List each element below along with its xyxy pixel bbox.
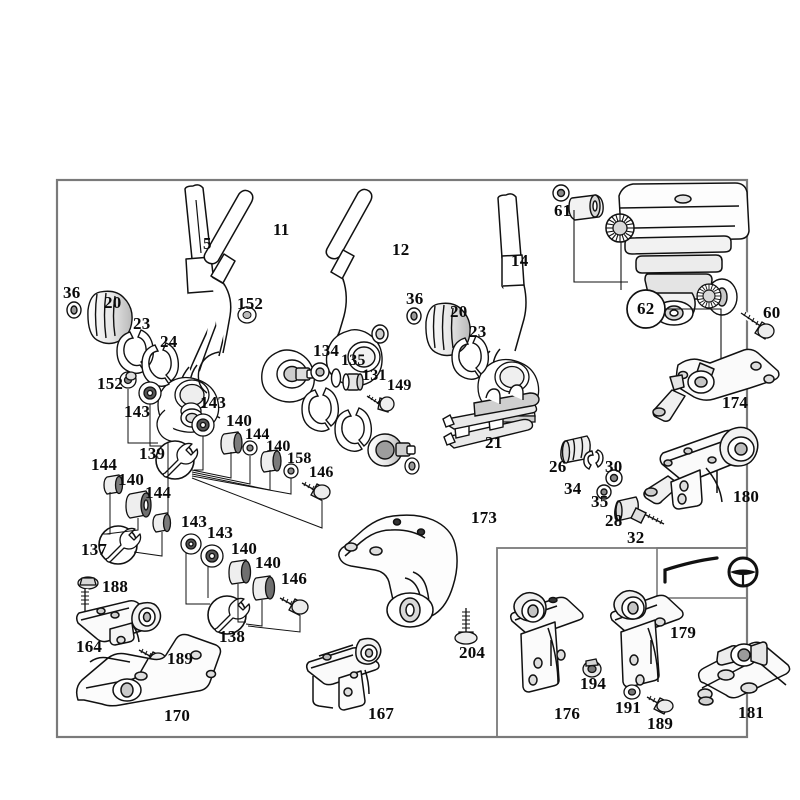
callout-144c: 144 [145, 483, 172, 502]
callout-173: 173 [471, 508, 498, 527]
callout-143c: 143 [181, 512, 208, 531]
callout-14: 14 [511, 251, 529, 270]
callout-30: 30 [605, 457, 623, 476]
callout-140c: 140 [118, 470, 145, 489]
callout-5: 5 [203, 234, 212, 253]
callout-144a: 144 [245, 426, 270, 443]
callout-204: 204 [459, 643, 486, 662]
callout-11: 11 [273, 220, 290, 239]
callout-164: 164 [76, 637, 103, 656]
callout-131: 131 [362, 367, 387, 384]
callout-170: 170 [164, 706, 191, 725]
callout-149: 149 [387, 377, 412, 394]
callout-143b: 143 [200, 393, 227, 412]
callout-167: 167 [368, 704, 395, 723]
callout-134: 134 [313, 341, 340, 360]
callout-32: 32 [627, 528, 645, 547]
callout-23a: 23 [133, 314, 151, 333]
steering-wheel-lhd-icon [663, 556, 759, 588]
callout-140a: 140 [226, 411, 253, 430]
callout-158: 158 [287, 450, 312, 467]
callout-179: 179 [670, 623, 697, 642]
callout-137: 137 [81, 540, 108, 559]
callout-135: 135 [341, 352, 366, 369]
callout-62: 62 [637, 299, 655, 318]
callout-35: 35 [591, 492, 609, 511]
callout-138: 138 [219, 627, 246, 646]
callout-36b: 36 [406, 289, 424, 308]
callout-61: 61 [554, 201, 572, 220]
callout-20a: 20 [104, 293, 122, 312]
callout-34: 34 [564, 479, 582, 498]
callout-194: 194 [580, 674, 607, 693]
callout-143d: 143 [207, 523, 234, 542]
callout-24a: 24 [160, 332, 178, 351]
callout-23b: 23 [469, 322, 487, 341]
callout-139: 139 [139, 444, 166, 463]
callout-26: 26 [549, 457, 567, 476]
callout-146a: 146 [309, 464, 334, 481]
callout-143a: 143 [124, 402, 151, 421]
callout-152b: 152 [97, 374, 124, 393]
callout-146b: 146 [281, 569, 308, 588]
callout-60: 60 [763, 303, 781, 322]
callout-28: 28 [605, 511, 623, 530]
callout-144b: 144 [91, 455, 118, 474]
callout-20b: 20 [450, 302, 468, 321]
callout-181: 181 [738, 703, 765, 722]
callout-176: 176 [554, 704, 581, 723]
callout-152a: 152 [237, 294, 264, 313]
callout-191: 191 [615, 698, 642, 717]
callout-174: 174 [722, 393, 749, 412]
callout-188: 188 [102, 577, 129, 596]
callout-189a: 189 [167, 649, 194, 668]
callout-21: 21 [485, 433, 503, 452]
callout-140b: 140 [266, 438, 291, 455]
callout-36a: 36 [63, 283, 81, 302]
callout-140d: 140 [231, 539, 258, 558]
callout-12: 12 [392, 240, 410, 259]
callout-180: 180 [733, 487, 760, 506]
callout-189b: 189 [647, 714, 674, 733]
callout-140e: 140 [255, 553, 282, 572]
